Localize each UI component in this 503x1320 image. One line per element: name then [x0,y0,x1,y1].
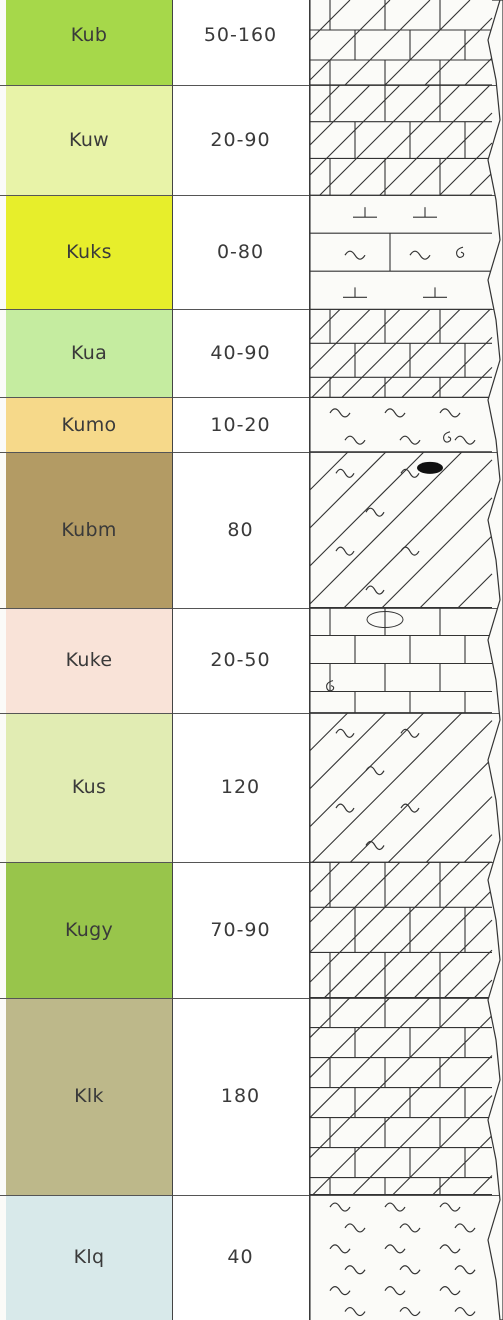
shale-symbol [336,729,354,737]
shale-symbol [400,1308,420,1316]
shale-symbol [455,1308,475,1316]
dolomite-hatch [432,337,492,397]
dolomite-hatch [462,367,492,397]
shale-symbol [385,1287,405,1295]
dolomite-hatch [355,862,490,997]
shale-symbol [345,1266,365,1274]
shale-symbol [410,251,430,259]
shale-symbol [385,1245,405,1253]
shale-symbol [366,841,384,849]
shale-symbol [440,1287,460,1295]
dolomite-hatch [410,113,492,195]
shale-symbol [366,767,384,775]
shale-symbol [366,586,384,594]
shale-symbol [385,409,405,417]
shale-symbol [330,1287,350,1295]
shale-symbol [330,1203,350,1211]
shale-symbol [330,1245,350,1253]
dolomite-hatch [353,1056,492,1195]
dolomite-hatch [310,452,424,566]
shale-symbol [336,469,354,477]
shale-symbol [400,436,420,444]
dolomite-hatch [310,85,370,145]
dolomite-hatch [310,85,340,115]
dolomite-hatch [473,1176,492,1195]
dolomite-hatch [426,797,492,863]
shale-symbol [336,547,354,555]
dolomite-hatch [464,835,492,863]
dolomite-hatch [465,58,492,85]
shale-symbol [345,1308,365,1316]
dolomite-hatch [350,85,460,195]
dolomite-hatch [425,18,492,85]
dolomite-hatch [310,998,470,1158]
weathering-profile-edge [488,0,503,1320]
shale-symbol [345,251,365,259]
fossil-symbol [444,432,451,442]
dolomite-hatch [433,1136,492,1195]
shale-symbol [440,1203,460,1211]
dolomite-hatch [310,862,430,982]
shale-symbol [401,469,419,477]
shale-symbol [440,1245,460,1253]
dolomite-hatch [310,713,386,789]
shale-symbol [345,1224,365,1232]
dolomite-hatch [310,0,390,80]
dolomite-hatch [310,452,386,528]
dolomite-hatch [310,452,462,604]
dolomite-hatch [415,920,492,997]
dolomite-hatch [388,759,492,863]
dolomite-hatch [310,862,370,922]
dolomite-hatch [310,309,370,369]
dolomite-hatch [445,950,492,997]
shale-symbol [345,436,365,444]
dolomite-hatch [385,0,470,85]
shale-symbol [440,409,460,417]
dolomite-hatch [310,452,348,490]
concretion-symbol [417,462,443,474]
shale-symbol [401,804,419,812]
dolomite-hatch [470,173,492,195]
fossil-symbol [457,247,464,257]
dolomite-hatch [344,460,492,608]
dolomite-hatch [310,862,340,892]
dolomite-hatch [458,574,492,608]
dolomite-hatch [385,890,492,997]
dolomite-hatch [310,998,390,1078]
shale-symbol [455,1266,475,1274]
dolomite-hatch [350,721,492,863]
dolomite-hatch [310,309,340,339]
shale-symbol [400,1224,420,1232]
shale-symbol [455,436,475,444]
dolomite-hatch [320,85,430,195]
shale-symbol [336,804,354,812]
dolomite-hatch [440,143,492,195]
shale-symbol [401,547,419,555]
dolomite-hatch [312,713,462,863]
dolomite-hatch [345,0,430,85]
shale-symbol [330,409,350,417]
shale-symbol [366,508,384,516]
dolomite-hatch [420,536,492,608]
dolomite-hatch [380,85,490,195]
shale-symbol [385,1203,405,1211]
dolomite-hatch [310,713,348,751]
shale-symbol [455,1224,475,1232]
shale-symbol [400,1266,420,1274]
dolomite-hatch [393,1096,492,1195]
